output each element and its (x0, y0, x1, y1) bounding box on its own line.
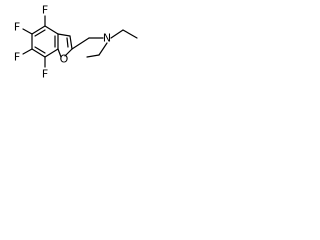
bond-benzene-bottom-right (44, 48, 59, 58)
atom-label-oxygen: O (60, 53, 69, 66)
bond-furan-double-c2-c3 (66, 37, 69, 48)
bond-ethyl-1-methyl (122, 29, 138, 39)
bond-benzene-double-top-left (34, 29, 46, 37)
bond-benzene-top-left (31, 25, 46, 35)
bond-benzene-bottom-left (31, 48, 46, 58)
bond-benzene-double-bottom-left (34, 46, 46, 54)
bond-n-ethyl-2 (98, 42, 108, 56)
bond-benzene-top-right (44, 25, 59, 35)
bond-furan-o-c7a (57, 48, 62, 58)
structure-diagram: F F F F O N (14, 4, 138, 81)
bond-ethyl-2-methyl (86, 54, 100, 58)
atom-label-f-bottom: F (42, 68, 48, 81)
atom-label-nitrogen: N (103, 32, 111, 45)
bond-c-f-upper-left (22, 28, 33, 35)
bond-c-f-lower-left (22, 48, 33, 55)
atom-label-f-top: F (42, 4, 48, 17)
bond-furan-c2-o (64, 48, 73, 57)
atom-label-f-lower-left: F (14, 51, 20, 64)
bond-furan-c3-c2 (69, 35, 73, 50)
bond-furan-c3a-c3 (57, 33, 71, 37)
bond-c2-ch2 (71, 37, 90, 50)
atom-label-f-upper-left: F (14, 21, 20, 34)
bond-n-ethyl-1 (110, 29, 124, 39)
